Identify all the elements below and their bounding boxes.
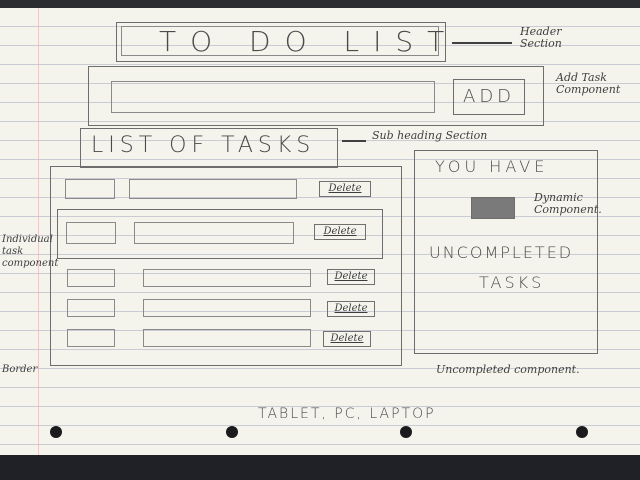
task-row: Delete — [57, 295, 393, 323]
add-button-label: ADD — [463, 86, 516, 107]
note-header-section: Header Section — [520, 25, 562, 50]
counter-line3: TASKS — [479, 273, 545, 292]
desk-edge — [0, 455, 640, 480]
delete-button[interactable]: Delete — [323, 331, 371, 347]
subheading-section: LIST OF TASKS — [80, 128, 338, 168]
note-border: Border — [2, 364, 38, 375]
task-row: Delete — [57, 209, 383, 259]
task-row: Delete — [57, 175, 393, 205]
counter-line2: UNCOMPLETED — [429, 243, 574, 262]
add-task-section: ADD — [88, 66, 544, 126]
add-button[interactable]: ADD — [453, 79, 525, 115]
task-text — [129, 179, 297, 199]
binder-hole — [400, 426, 412, 438]
arrow-subheading — [342, 140, 366, 142]
header-inner-box — [121, 26, 439, 56]
delete-button[interactable]: Delete — [319, 181, 371, 197]
task-checkbox[interactable] — [66, 222, 116, 244]
delete-button[interactable]: Delete — [327, 301, 375, 317]
binder-hole — [50, 426, 62, 438]
note-subheading: Sub heading Section — [372, 129, 488, 142]
task-text — [134, 222, 294, 244]
arrow-header — [452, 42, 512, 44]
note-dynamic: Dynamic Component. — [534, 191, 602, 216]
counter-value-box — [471, 197, 515, 219]
delete-button[interactable]: Delete — [314, 224, 366, 240]
note-add-task: Add Task Component — [556, 71, 621, 96]
page-title: TO DO LIST — [159, 25, 459, 58]
task-row: Delete — [57, 325, 393, 353]
sketch-paper: TO DO LIST ADD LIST OF TASKS Delete Dele… — [0, 8, 640, 480]
task-text — [143, 329, 311, 347]
task-checkbox[interactable] — [67, 299, 115, 317]
note-uncompleted: Uncompleted component. — [436, 363, 580, 376]
task-text — [143, 269, 311, 287]
task-checkbox[interactable] — [65, 179, 115, 199]
task-row: Delete — [57, 265, 393, 293]
task-checkbox[interactable] — [67, 329, 115, 347]
delete-button[interactable]: Delete — [327, 269, 375, 285]
binder-hole — [576, 426, 588, 438]
task-checkbox[interactable] — [67, 269, 115, 287]
margin-line — [38, 8, 39, 480]
device-targets: TABLET, PC, LAPTOP — [258, 406, 436, 422]
task-list: Delete Delete Delete Delete Delete — [50, 166, 402, 366]
note-individual-task: Individual task component — [2, 234, 59, 269]
header-section: TO DO LIST — [116, 22, 446, 62]
task-input[interactable] — [111, 81, 435, 113]
task-text — [143, 299, 311, 317]
subheading-title: LIST OF TASKS — [91, 133, 316, 158]
binder-hole — [226, 426, 238, 438]
counter-line1: YOU HAVE — [435, 157, 549, 176]
uncompleted-counter: YOU HAVE UNCOMPLETED TASKS — [414, 150, 598, 354]
